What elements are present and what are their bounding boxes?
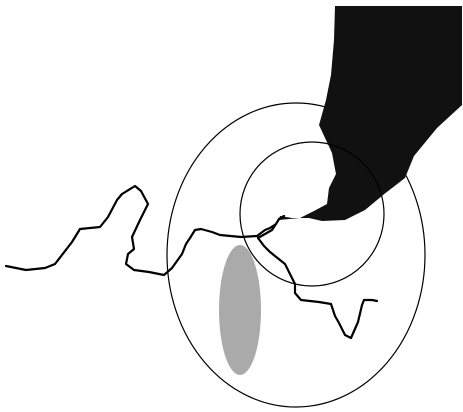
black-landmass [279,6,462,221]
gray-ellipse [219,245,261,375]
